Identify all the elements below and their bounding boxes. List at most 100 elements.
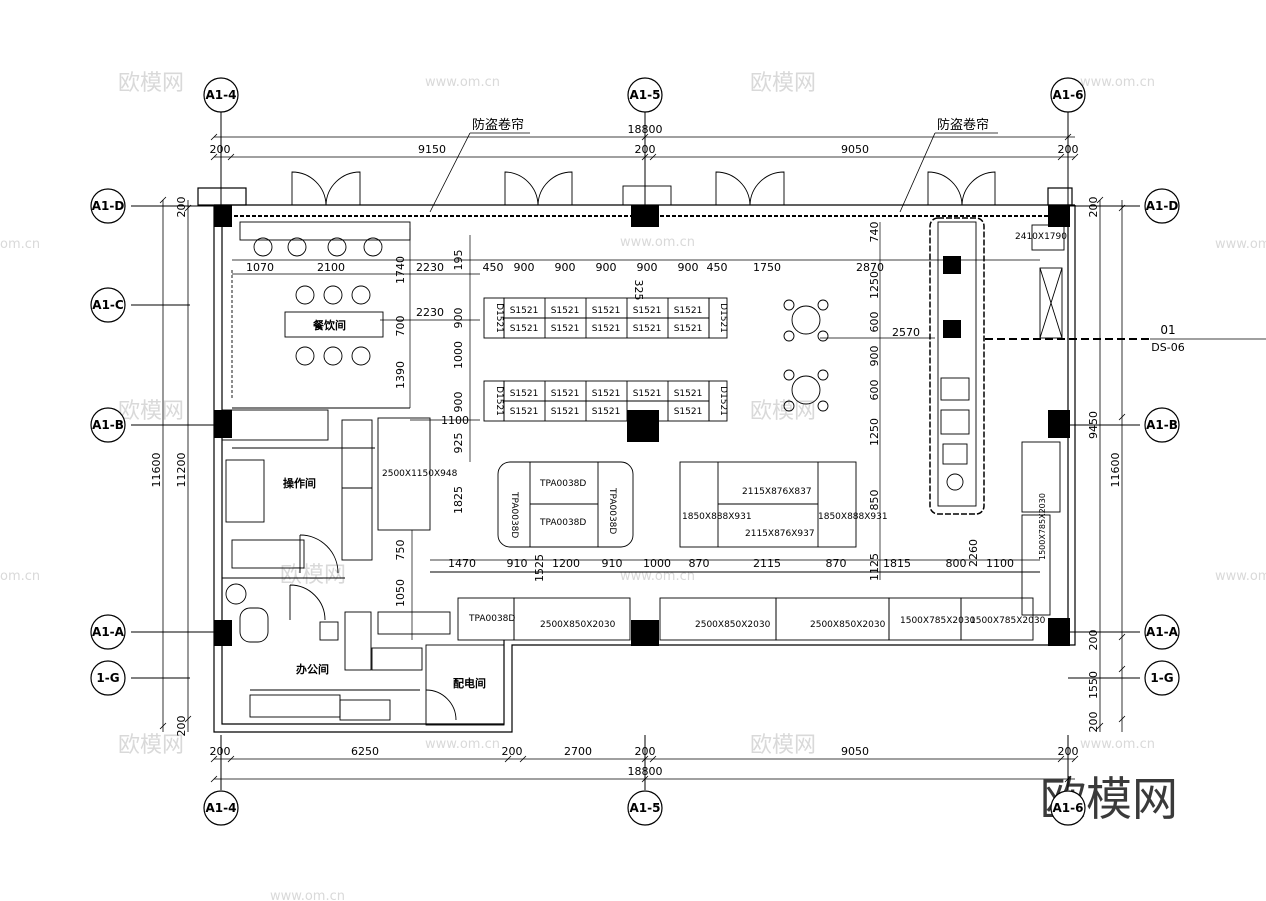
shelf-code: S1521 bbox=[551, 389, 580, 399]
dim-vertical: 900 bbox=[452, 392, 465, 413]
watermark-brand: 欧模网 bbox=[750, 733, 816, 758]
axis-label-top: A1-4 bbox=[206, 88, 237, 102]
shelf-code: S1521 bbox=[592, 407, 621, 417]
island-code: TPA0038D bbox=[539, 518, 586, 528]
structural-columns bbox=[214, 205, 1070, 646]
shelf-code: S1521 bbox=[633, 389, 662, 399]
cabinet-label: 2115X876X937 bbox=[745, 529, 815, 539]
service-counter bbox=[929, 217, 1065, 616]
shutter-label: 防盗卷帘 bbox=[937, 117, 989, 133]
dimension-lines bbox=[159, 133, 1126, 783]
watermark-url: www.om.cn bbox=[1215, 569, 1266, 584]
dim-right-total: 11600 bbox=[1109, 453, 1122, 488]
watermark-url: www.om.cn bbox=[1215, 237, 1266, 252]
section-sheet: DS-06 bbox=[1151, 341, 1184, 354]
watermark-brand: 欧模网 bbox=[750, 71, 816, 96]
dim-top-seg: 200 bbox=[210, 143, 231, 156]
operation-cabinet-label: 2500X1150X948 bbox=[382, 469, 458, 479]
interior-dimension-lines bbox=[232, 222, 1040, 640]
dim-row-a: 450 bbox=[707, 261, 728, 274]
dim-row-c: 1470 bbox=[448, 557, 476, 570]
dim-bottom-seg: 6250 bbox=[351, 745, 379, 758]
wall-cabinet-code: TPA0038D bbox=[468, 614, 515, 624]
watermark-url: www.om.cn bbox=[425, 737, 500, 752]
dim-right-column: 900 bbox=[868, 346, 881, 367]
shelf-code: S1521 bbox=[592, 324, 621, 334]
wall-cabinet-labels: TPA0038D 2500X850X2030 2500X850X2030 250… bbox=[468, 614, 1046, 630]
wall-cabinet-code: 1500X785X2030 bbox=[900, 616, 976, 626]
axis-label-bottom: A1-6 bbox=[1053, 801, 1084, 815]
axis-label-right: A1-B bbox=[1146, 418, 1178, 432]
dim-row-c: 1815 bbox=[883, 557, 911, 570]
watermark-layer: 欧模网 www.om.cn 欧模网 www.om.cn om.cn www.om… bbox=[0, 71, 1266, 901]
watermark-brand: 欧模网 bbox=[750, 399, 816, 424]
dim-bottom-seg: 200 bbox=[1058, 745, 1079, 758]
dim-row-c: 1525 bbox=[533, 554, 546, 582]
dim-row-c: 870 bbox=[689, 557, 710, 570]
dim-row-a: 2870 bbox=[856, 261, 884, 274]
dim-vertical: 1100 bbox=[441, 414, 469, 427]
dim-row-a: 2100 bbox=[317, 261, 345, 274]
distribution-room-label: 配电间 bbox=[453, 676, 486, 690]
axis-label-left: 1-G bbox=[96, 671, 119, 685]
dim-right-column: 740 bbox=[868, 222, 881, 243]
dim-left-small: 200 bbox=[175, 197, 188, 218]
shutter-callouts: 防盗卷帘 防盗卷帘 bbox=[429, 117, 998, 213]
axis-label-right: 1-G bbox=[1150, 671, 1173, 685]
dining-room-label: 餐饮间 bbox=[312, 318, 346, 332]
dim-right-seg: 200 bbox=[1087, 630, 1100, 651]
operation-room bbox=[221, 409, 431, 574]
shelf-code: S1521 bbox=[674, 324, 703, 334]
interior-dimensions: 1070 2100 1740 2230 195 450 900 900 900 … bbox=[246, 222, 1014, 608]
shelf-code: S1521 bbox=[633, 324, 662, 334]
watermark-url: om.cn bbox=[0, 237, 40, 252]
dim-row-a: 1070 bbox=[246, 261, 274, 274]
watermark-url: om.cn bbox=[0, 569, 40, 584]
dim-bottom-total: 18800 bbox=[628, 765, 663, 778]
dim-left-small: 200 bbox=[175, 716, 188, 737]
shelf-code: S1521 bbox=[674, 407, 703, 417]
dim-right-column: 600 bbox=[868, 380, 881, 401]
dim-bottom-seg: 200 bbox=[635, 745, 656, 758]
produce-island-labels: TPA0038D TPA0038D TPA0038D TPA0038D 2115… bbox=[509, 479, 888, 539]
section-number: 01 bbox=[1160, 323, 1175, 337]
dim-left-outer: 11600 bbox=[150, 453, 163, 488]
watermark-brand: 欧模网 bbox=[118, 399, 184, 424]
dim-right-inner: 9450 bbox=[1087, 411, 1100, 439]
dim-row-c: 1000 bbox=[643, 557, 671, 570]
dim-row-b: 700 bbox=[394, 316, 407, 337]
dim-row-a: 195 bbox=[452, 250, 465, 271]
dim-row-a: 900 bbox=[678, 261, 699, 274]
dim-right-column: 600 bbox=[868, 312, 881, 333]
wall-cabinet-code: 1500X785X2030 bbox=[970, 616, 1046, 626]
axis-label-right: A1-A bbox=[1146, 625, 1179, 639]
axis-label-left: A1-B bbox=[92, 418, 124, 432]
dim-row-a: 900 bbox=[514, 261, 535, 274]
dim-bottom-seg: 200 bbox=[502, 745, 523, 758]
wall-cabinet-code: 2500X850X2030 bbox=[540, 620, 616, 630]
dim-table-gap: 2570 bbox=[892, 326, 920, 339]
dim-left-inner: 11200 bbox=[175, 453, 188, 488]
wall-cabinet-code: 2500X850X2030 bbox=[695, 620, 771, 630]
watermark-url: www.om.cn bbox=[1080, 75, 1155, 90]
shelf-code: S1521 bbox=[592, 389, 621, 399]
shelf-code: S1521 bbox=[592, 306, 621, 316]
cabinet-label: 1850X888X931 bbox=[682, 512, 752, 522]
center-column bbox=[627, 410, 659, 442]
axis-label-left: A1-A bbox=[92, 625, 125, 639]
watermark-url: www.om.cn bbox=[425, 75, 500, 90]
dim-vertical: 1050 bbox=[394, 579, 407, 607]
section-marker: 01 DS-06 bbox=[985, 323, 1266, 354]
dim-row-a: 2230 bbox=[416, 261, 444, 274]
island-side-code: TPA0038D bbox=[607, 487, 617, 534]
island-code: TPA0038D bbox=[539, 479, 586, 489]
dim-row-a: 1740 bbox=[394, 256, 407, 284]
end-code: D1521 bbox=[494, 386, 504, 416]
dim-top-seg: 9150 bbox=[418, 143, 446, 156]
dimension-text: 18800 200 9150 200 9050 200 200 6250 200… bbox=[150, 123, 1122, 778]
axis-label-right: A1-D bbox=[1146, 199, 1179, 213]
island-side-code: TPA0038D bbox=[509, 491, 519, 538]
dim-row-c: 1100 bbox=[986, 557, 1014, 570]
axis-labels: A1-4 A1-5 A1-6 A1-4 A1-5 A1-6 A1-D A1-C … bbox=[92, 88, 1179, 815]
shelf-code: S1521 bbox=[551, 306, 580, 316]
